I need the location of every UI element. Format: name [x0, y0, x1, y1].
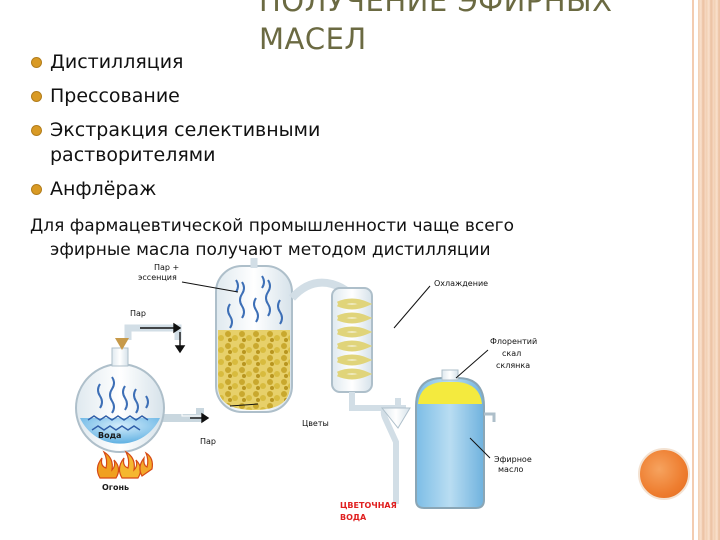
label-steam-bottom: Пар: [200, 437, 216, 446]
label-florentine-2: скал: [502, 349, 521, 358]
flow-arrows: [140, 322, 210, 424]
label-essential-oil-2: масло: [498, 465, 523, 474]
condenser: [331, 287, 401, 411]
label-florentine-1: Флорентий: [490, 337, 537, 346]
bullet-icon: [31, 125, 42, 136]
bullet-item-distillation: Дистилляция: [30, 50, 430, 75]
label-essential-oil-1: Эфирное: [494, 455, 532, 464]
bullet-icon: [31, 91, 42, 102]
distillation-diagram: Вода Огонь: [75, 258, 537, 522]
summary-note-line2: эфирные масла получают методом дистилляц…: [50, 240, 491, 260]
florentine-flask: [380, 369, 496, 509]
bullet-item-enfleurage: Анфлёраж: [30, 177, 430, 202]
label-florentine-3: склянка: [496, 361, 530, 370]
boiling-flask: [75, 338, 165, 453]
label-fire: Огонь: [102, 483, 129, 492]
bullet-item-extraction: Экстракция селективными растворителями: [30, 118, 430, 168]
decorative-circle: [638, 448, 690, 500]
label-steam-essence-2: эссенция: [138, 273, 177, 282]
decorative-border-line: [692, 0, 694, 540]
summary-note: Для фармацевтической промышленности чаще…: [30, 214, 630, 262]
label-steam-top: Пар: [130, 309, 146, 318]
steam-pipe-top: [124, 324, 182, 340]
bullet-item-pressing: Прессование: [30, 84, 430, 109]
decorative-border: [698, 0, 720, 540]
label-water: Вода: [98, 431, 121, 440]
fire-icon: [96, 450, 153, 479]
flower-column: [215, 265, 293, 413]
label-cooling: Охлаждение: [434, 279, 488, 288]
label-flowers: Цветы: [302, 419, 329, 428]
label-flower-water-1: ЦВЕТОЧНАЯ: [340, 501, 397, 510]
bullet-list: Дистилляция Прессование Экстракция селек…: [30, 50, 430, 211]
bullet-icon: [31, 57, 42, 68]
label-pointers: [181, 281, 491, 459]
slide-title: ПОЛУЧЕНИЕ ЭФИРНЫХ МАСЕЛ: [259, 0, 613, 56]
bullet-icon: [31, 184, 42, 195]
label-steam-essence-1: Пар +: [154, 263, 179, 272]
label-flower-water-2: ВОДА: [340, 513, 367, 522]
summary-note-line1: Для фармацевтической промышленности чаще…: [30, 216, 514, 236]
